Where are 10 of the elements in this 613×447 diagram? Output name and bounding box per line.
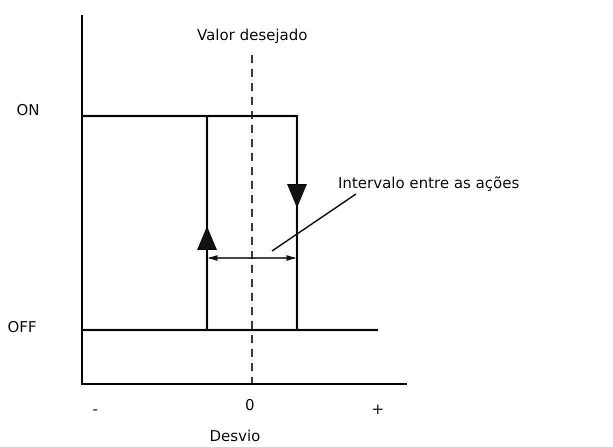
dimension-line <box>208 255 296 261</box>
leader-line <box>272 193 356 252</box>
axis-title: Desvio <box>210 427 260 445</box>
tick-label: 0 <box>245 396 255 414</box>
axis-label: Valor desejado <box>197 26 308 44</box>
tick-label: - <box>92 400 98 418</box>
tick-label: + <box>372 400 384 418</box>
axis-label: ON <box>16 101 40 119</box>
callout-text: Intervalo entre as ações <box>338 174 520 192</box>
axis-label: OFF <box>8 318 37 336</box>
